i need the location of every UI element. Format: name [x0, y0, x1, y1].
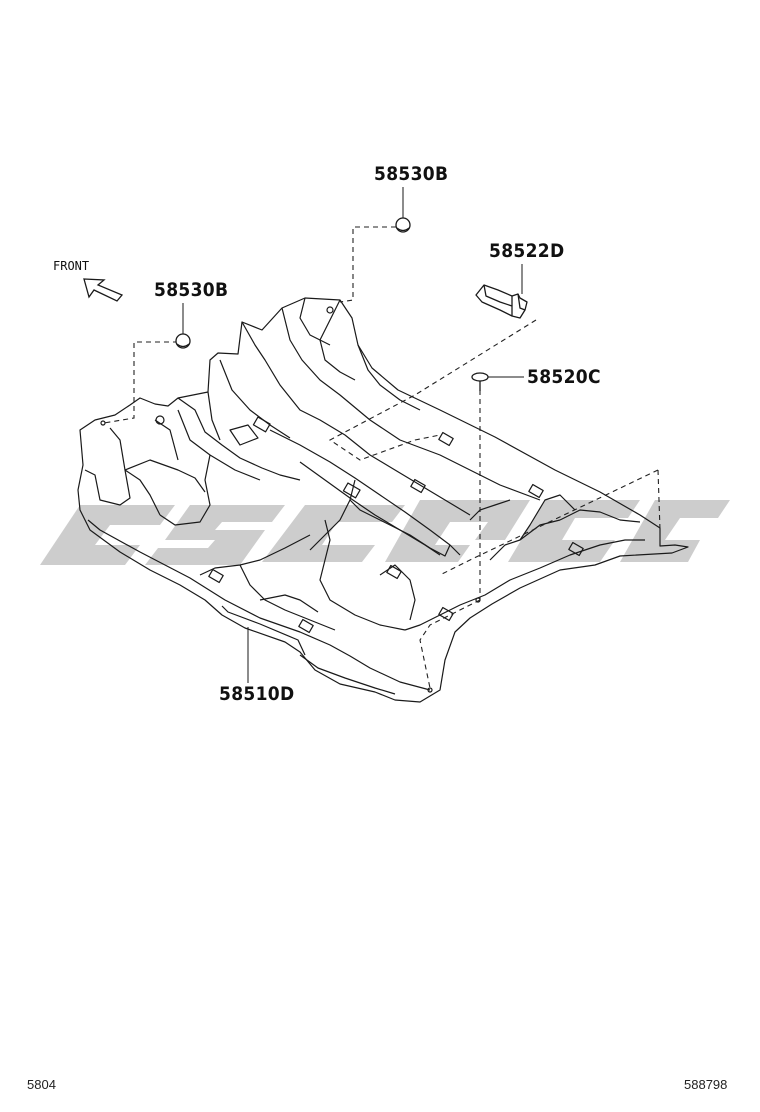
clip-58530b-left-part	[175, 333, 191, 349]
floor-carpet-part	[77, 297, 689, 703]
callout-58522d[interactable]: 58522D	[489, 240, 565, 262]
footer-right-code: 588798	[684, 1077, 728, 1092]
clip-58530b-top-part	[395, 217, 411, 233]
fastener-58520c-part	[471, 372, 489, 391]
footer-left-code: 5804	[27, 1077, 56, 1092]
front-arrow-icon	[83, 278, 124, 302]
leader-lines	[182, 187, 524, 683]
callout-58530b-top[interactable]: 58530B	[374, 163, 449, 185]
assembly-dashed-lines	[103, 226, 661, 689]
front-direction-label: FRONT	[53, 259, 90, 273]
bracket-58522d-part	[475, 284, 528, 319]
callout-58520c[interactable]: 58520C	[527, 366, 601, 388]
callout-58530b-left[interactable]: 58530B	[154, 279, 229, 301]
watermark-logo	[40, 500, 730, 565]
callout-58510d[interactable]: 58510D	[219, 683, 295, 705]
